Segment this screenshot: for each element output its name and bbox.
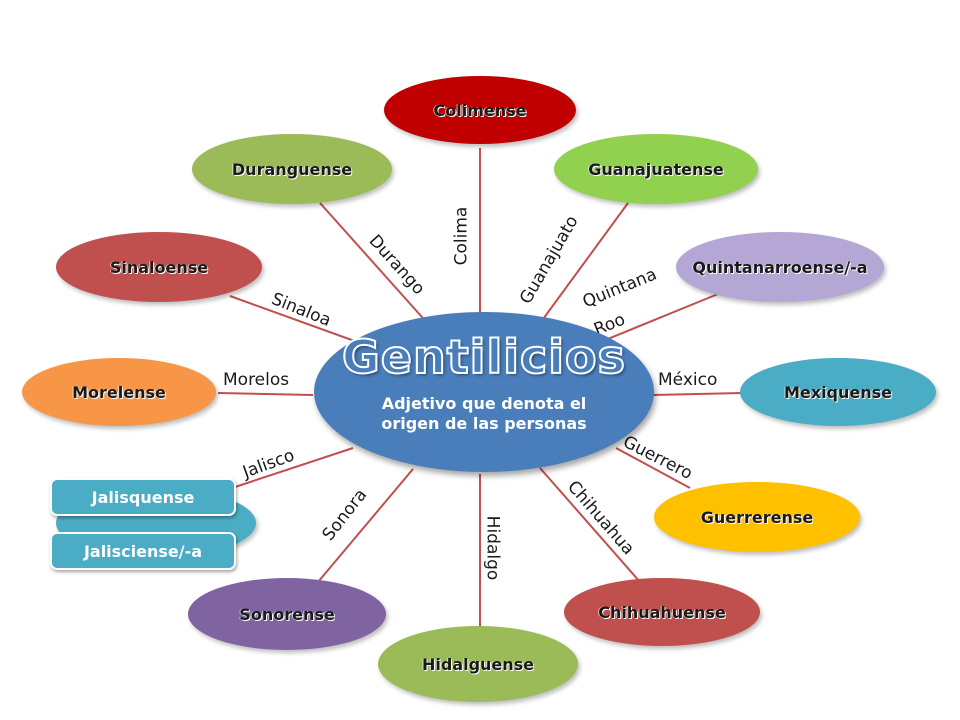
connector-guerrero [615, 447, 691, 489]
node-sinaloense: Sinaloense [56, 232, 262, 302]
state-label-hidalgo: Hidalgo [482, 515, 503, 581]
tag-jalisquense: Jalisquense [50, 478, 236, 516]
node-label-hidalguense: Hidalguense [421, 654, 535, 674]
node-quintanarroense: Quintanarroense/-a [676, 232, 884, 302]
node-label-guanajuatense: Guanajuatense [588, 159, 724, 179]
node-label-duranguense: Duranguense [231, 159, 353, 179]
center-ellipse [314, 312, 654, 472]
connector-durango [319, 202, 431, 327]
connector-guanajuato [537, 202, 629, 327]
connector-quintana-roo [597, 293, 719, 344]
tag-jalisciense: Jalisciense/-a [50, 532, 236, 570]
node-label-mexiquense: Mexiquense [783, 382, 893, 402]
node-label-morelense: Morelense [72, 382, 166, 402]
node-morelense: Morelense [22, 358, 216, 426]
connector-jalisco [231, 447, 354, 489]
node-label-quintanarroense: Quintanarroense/-a [692, 257, 868, 277]
node-sonorense: Sonorense [188, 578, 386, 650]
connector-sinaloa [229, 295, 361, 344]
state-label-mexico: México [658, 370, 718, 390]
state-label-colima: Colima [451, 206, 472, 266]
tag-label-jalisciense: Jalisciense/-a [83, 541, 203, 561]
node-label-colimense: Colimense [433, 100, 527, 120]
connector-mexico [652, 392, 743, 396]
node-label-chihuahuense: Chihuahuense [598, 602, 726, 622]
node-guerrerense: Guerrerense [654, 482, 860, 552]
state-label-morelos: Morelos [223, 370, 290, 390]
node-label-sinaloense: Sinaloense [109, 257, 209, 277]
node-label-sonorense: Sonorense [239, 604, 335, 624]
tag-label-jalisquense: Jalisquense [91, 487, 195, 507]
node-colimense: Colimense [384, 76, 576, 144]
connector-chihuahua [539, 467, 641, 583]
center-title: Gentilicios [341, 329, 626, 385]
connector-sonora [317, 468, 414, 583]
connector-morelos [217, 392, 314, 396]
center-subtitle: Adjetivo que denota el origen de las per… [381, 394, 587, 433]
node-label-guerrerense: Guerrerense [700, 507, 814, 527]
node-chihuahuense: Chihuahuense [564, 578, 760, 646]
node-mexiquense: Mexiquense [740, 358, 936, 426]
node-hidalguense: Hidalguense [378, 626, 578, 702]
node-guanajuatense: Guanajuatense [554, 134, 758, 204]
node-duranguense: Duranguense [192, 134, 392, 204]
